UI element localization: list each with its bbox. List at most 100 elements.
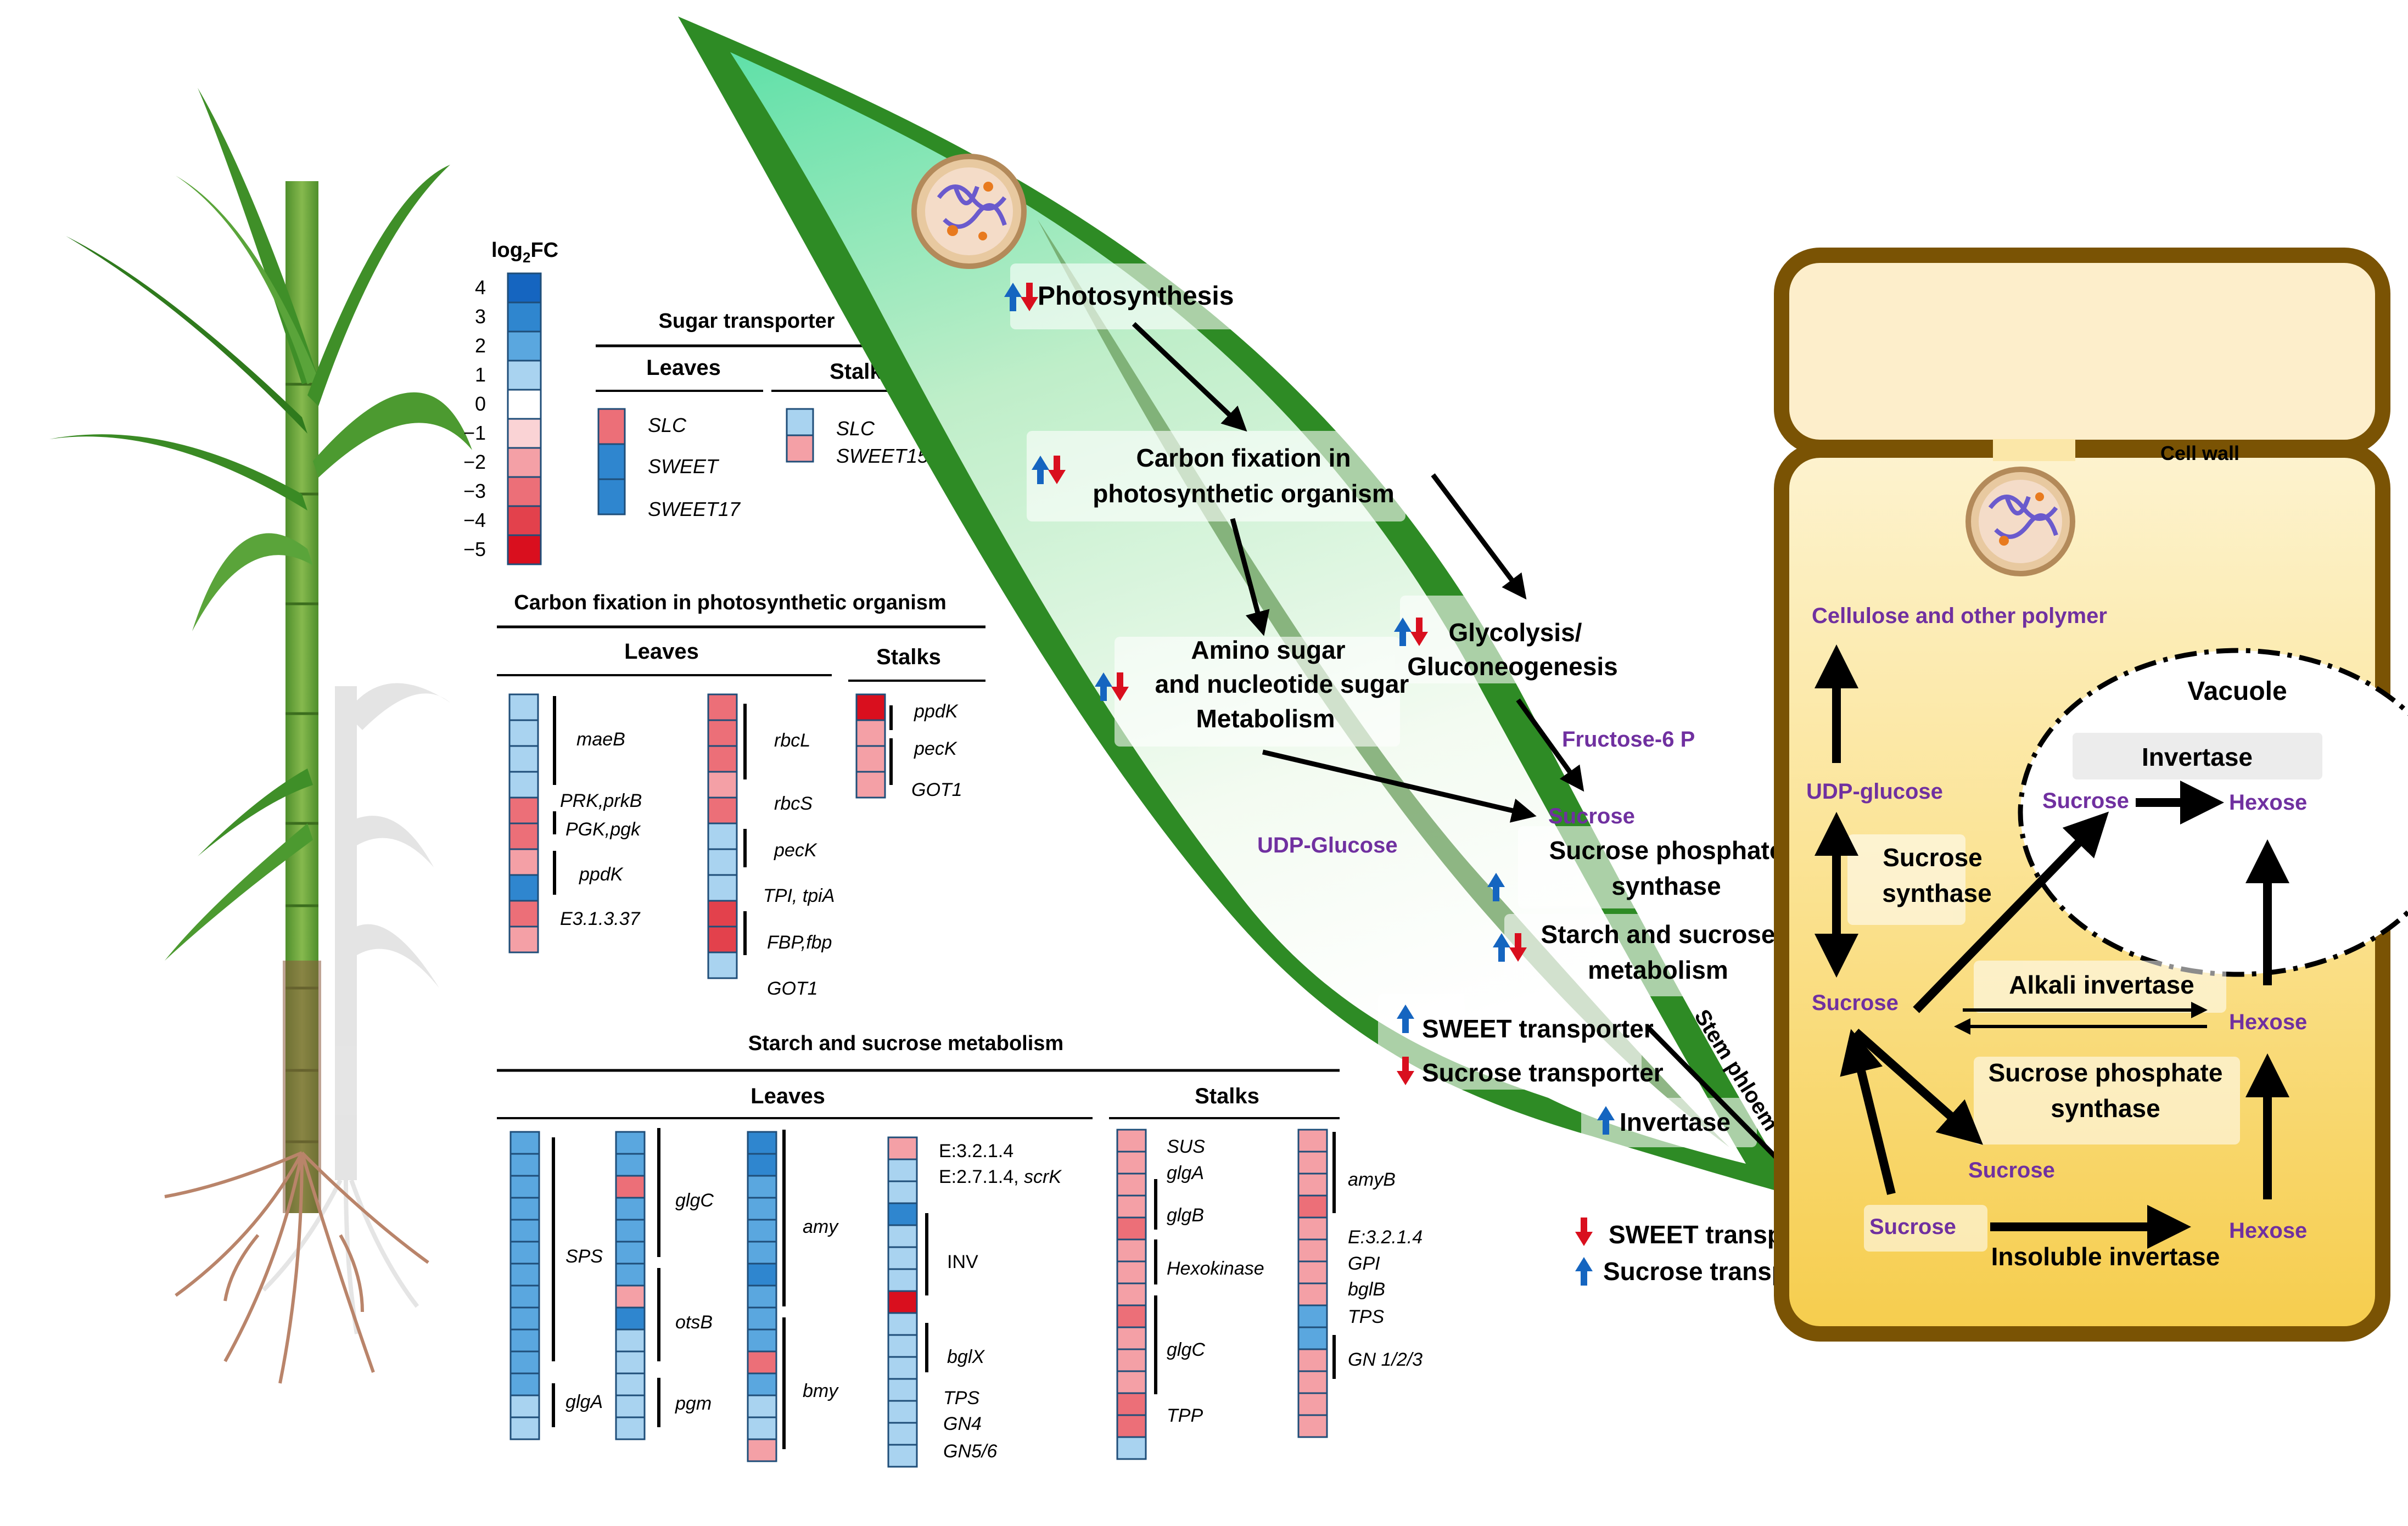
ss-gene-bmy: bmy — [803, 1381, 839, 1401]
leaf-label-carbon-fixation-1: Carbon fixation in — [1136, 444, 1351, 472]
ss-col4-cell — [887, 1444, 918, 1468]
ss-stalk2-cell — [1297, 1282, 1328, 1306]
plant-roots — [164, 1151, 429, 1384]
ss-stalk-gene-tpp: TPP — [1167, 1405, 1203, 1426]
ss-col4-cell — [887, 1246, 918, 1270]
ss-stalk1-cell — [1116, 1436, 1147, 1460]
ss-col1-cell — [509, 1241, 540, 1265]
stalk-cell-diagram: Cell wall — [1774, 248, 2408, 1342]
ss-gene-inv: INV — [947, 1252, 978, 1272]
cf-stalk-cell — [855, 745, 886, 773]
ss-stalks-label: Stalks — [1195, 1084, 1259, 1108]
cell-label-sucrose-synthase-2: synthase — [1882, 879, 1991, 907]
ss-col3-cell — [747, 1153, 777, 1177]
ss-stalk-gene-amyb: amyB — [1348, 1169, 1396, 1190]
ss-col2-cell — [615, 1153, 646, 1177]
plasmodesma-gap — [1993, 439, 2075, 461]
ss-col3-cell — [747, 1416, 777, 1440]
ss-stalk1-cell — [1116, 1348, 1147, 1372]
legend-swatch — [507, 505, 542, 536]
upregulated-arrow-icon — [1487, 873, 1505, 901]
leaf-label-udp-glucose: UDP-Glucose — [1257, 833, 1398, 857]
cf-col1-cell — [508, 771, 539, 799]
ss-stalk-gene-gn123: GN 1/2/3 — [1348, 1349, 1423, 1370]
ss-stalk-gene-glgc: glgC — [1167, 1339, 1205, 1360]
ss-col1-cell — [509, 1328, 540, 1353]
cell-label-sucrose-synthase-1: Sucrose — [1883, 843, 1983, 872]
cf-col2-cell — [707, 951, 738, 979]
cf-gene-pgk: PGK,pgk — [565, 819, 641, 840]
st-leaves-label: Leaves — [646, 356, 721, 380]
arrow-bottom-to-sucrose — [1840, 1029, 1896, 1195]
ss-stalk1-cell — [1116, 1414, 1147, 1438]
st-gene-slc: SLC — [648, 414, 687, 436]
legend-swatch — [507, 534, 542, 565]
downregulated-arrow-icon — [1410, 618, 1428, 646]
ss-col1-cell — [509, 1263, 540, 1287]
ss-gene-gn56: GN5/6 — [943, 1441, 997, 1462]
ss-stalk-gene-tps: TPS — [1348, 1306, 1384, 1327]
ss-stalk1-cell — [1116, 1326, 1147, 1350]
upregulated-arrow-icon — [1394, 618, 1412, 646]
cf-gene-rbcl: rbcL — [774, 730, 810, 751]
leaf-label-photosynthesis: Photosynthesis — [1038, 282, 1234, 311]
ss-stalk2-cell — [1297, 1129, 1328, 1153]
leaf-label-sucrose-transporter: Sucrose transporter — [1422, 1058, 1664, 1087]
ss-col1-cell — [509, 1131, 540, 1155]
ss-stalk1-cell — [1116, 1216, 1147, 1241]
ss-stalk2-cell — [1297, 1216, 1328, 1241]
ss-stalk2-cell — [1297, 1238, 1328, 1263]
ss-col4-cell — [887, 1202, 918, 1226]
ss-col2-cell — [615, 1306, 646, 1331]
upregulated-arrow-icon — [1493, 933, 1510, 962]
st-gene-sweet: SWEET — [648, 455, 720, 478]
legend-swatch — [507, 389, 542, 420]
cell-label-vac-sucrose: Sucrose — [2042, 789, 2129, 813]
ss-col3-cell — [747, 1241, 777, 1265]
leaf-label-glycolysis-2: Gluconeogenesis — [1407, 652, 1617, 681]
cf-col2-cell — [707, 771, 738, 799]
ss-col4-cell — [887, 1312, 918, 1336]
legend-tick: −5 — [463, 538, 486, 560]
st-stalk-gene-sweet15: SWEET15 — [836, 445, 929, 467]
leaf-label-glycolysis-1: Glycolysis/ — [1449, 618, 1582, 647]
upregulated-arrow-icon — [1095, 672, 1112, 701]
cell-label-sucrose-bottom: Sucrose — [1869, 1215, 1956, 1239]
cell-label-alkali-invertase: Alkali invertase — [2009, 970, 2194, 999]
ss-stalk-gene-gpi: GPI — [1348, 1253, 1380, 1274]
leaf-label-starch-2: metabolism — [1588, 956, 1728, 984]
ss-col1-cell — [509, 1394, 540, 1418]
ss-col1-cell — [509, 1350, 540, 1374]
ss-stalk-gene-hexokinase: Hexokinase — [1167, 1258, 1264, 1279]
cell-label-cellulose: Cellulose and other polymer — [1812, 604, 2107, 628]
ss-stalk1-cell — [1116, 1304, 1147, 1328]
ss-col2-cell — [615, 1350, 646, 1374]
sugar-transporter-title: Sugar transporter — [659, 310, 835, 333]
ss-stalk1-cell — [1116, 1238, 1147, 1263]
ss-col1-cell — [509, 1416, 540, 1440]
cf-col2-cell — [707, 822, 738, 850]
ss-col3-cell — [747, 1219, 777, 1243]
leaf-label-carbon-fixation-2: photosynthetic organism — [1093, 479, 1394, 508]
ss-col3-cell — [747, 1394, 777, 1418]
ss-col4-cell — [887, 1334, 918, 1358]
ss-stalk1-cell — [1116, 1129, 1147, 1153]
ss-stalk2-cell — [1297, 1326, 1328, 1350]
ss-stalk2-cell — [1297, 1260, 1328, 1284]
cell-label-sps-2: synthase — [2051, 1094, 2160, 1123]
starch-sucrose-panel: Starch and sucrose metabolism Leaves Sta… — [497, 1032, 1423, 1468]
cell-label-udp-glucose: UDP-glucose — [1806, 779, 1943, 804]
st-gene-sweet17: SWEET17 — [648, 498, 741, 520]
cell-label-insoluble-invertase: Insoluble invertase — [1991, 1242, 2220, 1271]
legend-tick: −2 — [463, 451, 486, 473]
cf-col1-cell — [508, 874, 539, 902]
ss-col3-cell — [747, 1263, 777, 1287]
ss-stalk2-cell — [1297, 1370, 1328, 1394]
ss-stalk-gene-glgb: glgB — [1167, 1205, 1204, 1226]
cell-label-vacuole: Vacuole — [2187, 677, 2287, 706]
ss-gene-tps: TPS — [943, 1388, 979, 1409]
ss-col3-cell — [747, 1306, 777, 1331]
legend-swatch — [507, 476, 542, 507]
ss-col2-cell — [615, 1284, 646, 1309]
ss-stalk2-cell — [1297, 1392, 1328, 1416]
